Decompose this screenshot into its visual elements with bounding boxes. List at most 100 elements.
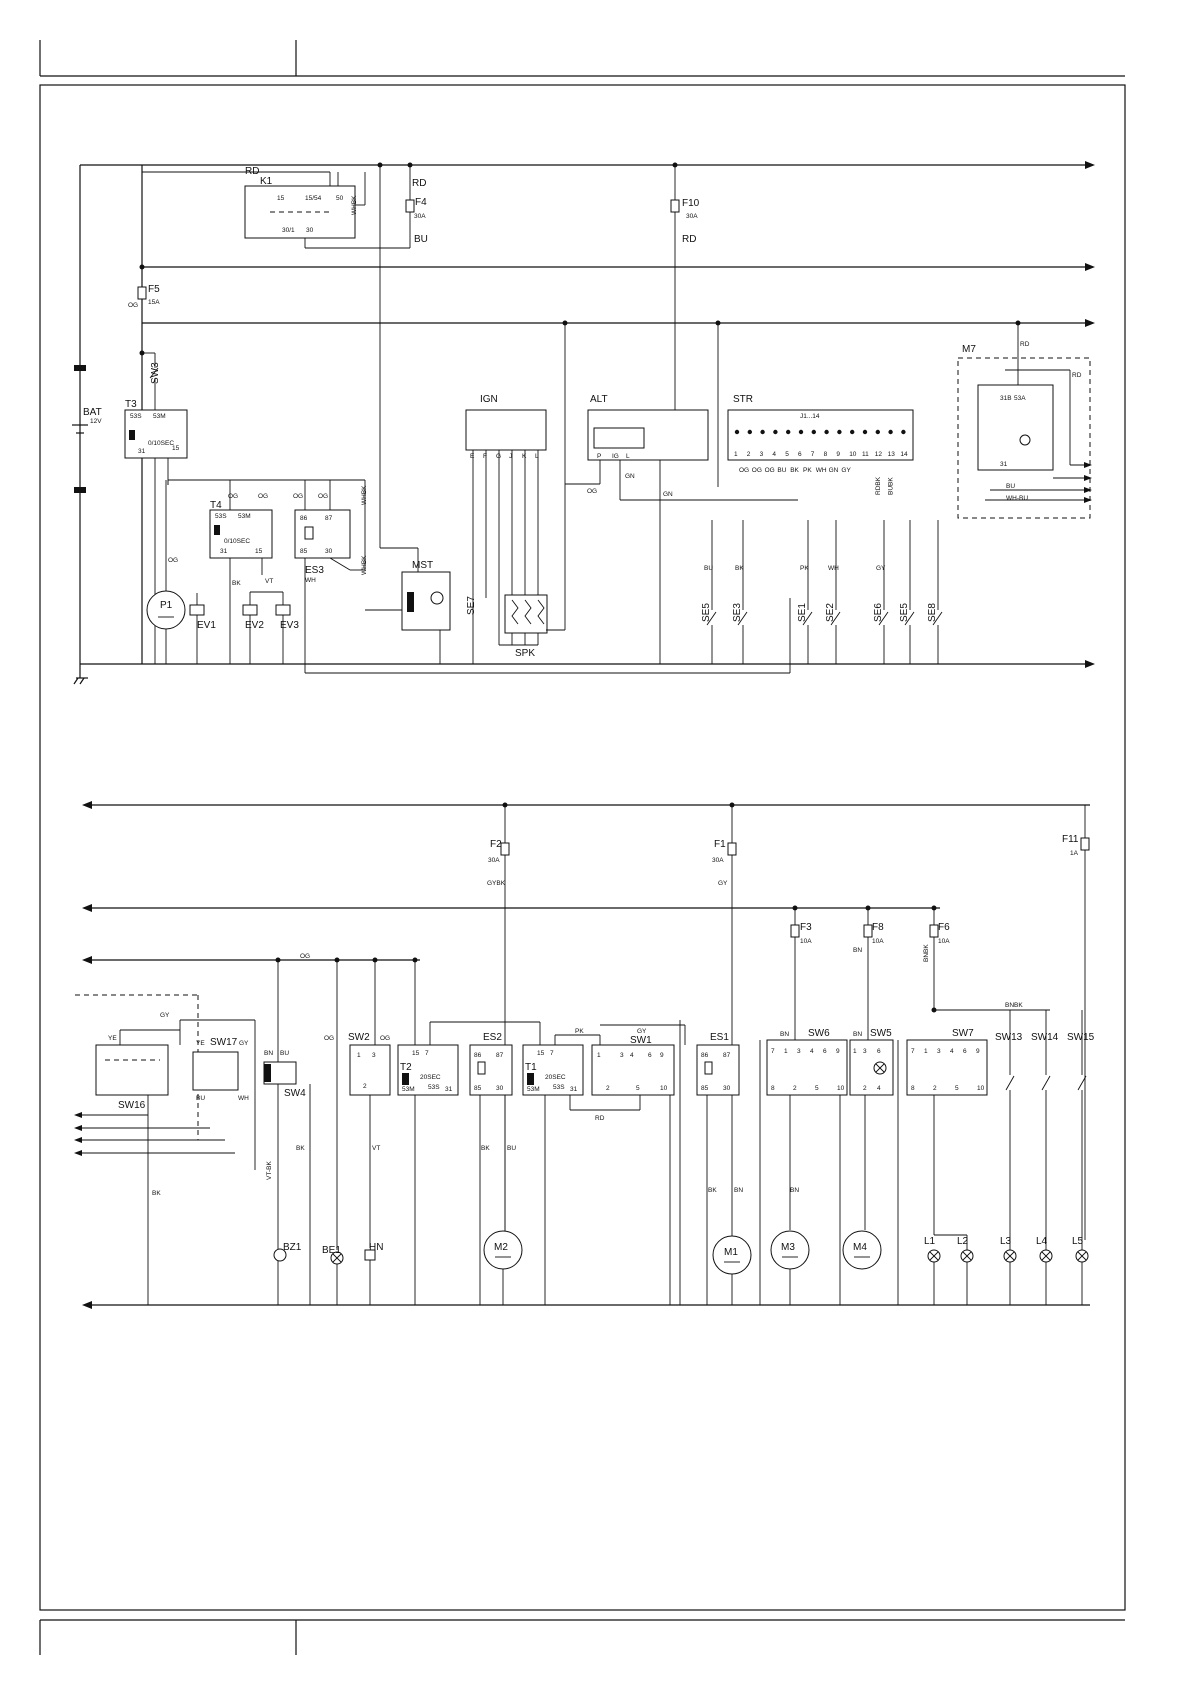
sw4-label: SW4 [284, 1088, 306, 1099]
str-pin-label: 9 [836, 451, 840, 458]
f6-label: F6 [938, 922, 950, 933]
pin-label: 7 [911, 1048, 915, 1055]
t3-timer [124, 409, 188, 459]
svg-text:30: 30 [496, 1085, 504, 1092]
f3-rating: 10A [800, 938, 812, 945]
es2-relay [469, 1044, 513, 1096]
svg-text:87: 87 [723, 1052, 731, 1059]
gy-label-sw1: GY [637, 1028, 647, 1035]
f8-label: F8 [872, 922, 884, 933]
svg-text:86: 86 [474, 1052, 482, 1059]
svg-text:20SEC: 20SEC [420, 1074, 441, 1081]
t1-label: T1 [525, 1062, 537, 1073]
str-pin-5 [786, 429, 791, 435]
mst-label: MST [412, 560, 433, 571]
svg-text:9: 9 [660, 1052, 664, 1059]
pin-label: 7 [771, 1048, 775, 1055]
str-pin-1 [734, 429, 740, 435]
str-pin-label: 2 [747, 451, 751, 458]
pin-label: 10 [837, 1085, 845, 1092]
bn-label-es1: BN [734, 1187, 743, 1194]
sensor-wire-color: BU [704, 565, 713, 572]
f11-label: F11 [1062, 834, 1079, 845]
svg-text:85: 85 [300, 548, 308, 555]
svg-text:2: 2 [863, 1085, 867, 1092]
str-pin-label: 5 [785, 451, 789, 458]
str-pin-14 [901, 429, 906, 435]
sensor-label: SE1 [797, 603, 808, 622]
str-pin-color: WH [816, 467, 827, 474]
sensor-wire-color: BK [735, 565, 744, 572]
lamp-label: L4 [1036, 1236, 1048, 1247]
gn-label-alt2: GN [663, 491, 673, 498]
f8-rating: 10A [872, 938, 884, 945]
pin-label: 6 [823, 1048, 827, 1055]
wire-label-whbk-2: WHBK [361, 485, 368, 505]
svg-text:E: E [470, 453, 475, 460]
es1-label: ES1 [710, 1032, 729, 1043]
svg-text:30: 30 [306, 227, 314, 234]
str-pin-6 [798, 429, 804, 435]
pin-label: 2 [793, 1085, 797, 1092]
sw2-label: SW2 [348, 1032, 370, 1043]
svg-text:0/10SEC: 0/10SEC [148, 440, 174, 447]
pin-label: 4 [810, 1048, 814, 1055]
t1-timer [522, 1044, 584, 1096]
bottom-circuit: OG F2 30A GYBK F1 30A GY F11 1A F3 10A F… [74, 801, 1095, 1309]
pin-label: 4 [950, 1048, 954, 1055]
pk-label-t1: PK [575, 1028, 584, 1035]
bnbk-label-2: BNBK [1005, 1002, 1023, 1009]
svg-text:4: 4 [877, 1085, 881, 1092]
hn-label: HN [369, 1242, 383, 1253]
t4-timer [209, 509, 273, 559]
og-label-es3b: OG [318, 493, 328, 500]
svg-text:86: 86 [701, 1052, 709, 1059]
switch-contact [1041, 1075, 1051, 1091]
wire-label-rd: RD [245, 166, 259, 177]
sensor-label: SE3 [732, 603, 743, 622]
str-pin-11 [862, 429, 868, 435]
wire-label-whbk-3: WHBK [361, 555, 368, 575]
pin-label: 1 [924, 1048, 928, 1055]
str-pin-color: RDBK [875, 476, 882, 495]
str-header: J1...14 [800, 413, 820, 420]
pin-label: 3 [797, 1048, 801, 1055]
svg-text:L: L [626, 453, 630, 460]
str-pin-label: 1 [734, 451, 738, 458]
sw5-label: SW5 [870, 1028, 892, 1039]
f1-rating: 30A [712, 857, 724, 864]
svg-text:31: 31 [1000, 461, 1008, 468]
svg-text:86: 86 [300, 515, 308, 522]
svg-text:53M: 53M [153, 413, 166, 420]
str-pin-3 [760, 429, 765, 435]
bn-label-f8: BN [853, 947, 862, 954]
sw6-label: SW6 [808, 1028, 830, 1039]
m2-label: M2 [494, 1242, 508, 1253]
svg-text:1: 1 [597, 1052, 601, 1059]
m4-label: M4 [853, 1242, 867, 1253]
svg-text:31: 31 [220, 548, 228, 555]
f10-label: F10 [682, 198, 700, 209]
sw16-label: SW16 [118, 1100, 146, 1111]
svg-text:15: 15 [412, 1050, 420, 1057]
svg-text:53M: 53M [402, 1086, 415, 1093]
switch-label: SW14 [1031, 1032, 1059, 1043]
sensor-contact [737, 611, 748, 626]
str-pin-color: GY [841, 467, 851, 474]
switch-contact [1077, 1075, 1087, 1091]
str-label: STR [733, 394, 753, 405]
svg-text:3: 3 [372, 1052, 376, 1059]
gy-label-sw17: GY [239, 1040, 249, 1047]
f3-label: F3 [800, 922, 812, 933]
svg-text:0/10SEC: 0/10SEC [224, 538, 250, 545]
svg-text:4: 4 [630, 1052, 634, 1059]
str-pin-label: 6 [798, 451, 802, 458]
ev2-label: EV2 [245, 620, 264, 631]
rd-label-f10: RD [682, 234, 696, 245]
sensor-wire-color: WH [828, 565, 839, 572]
